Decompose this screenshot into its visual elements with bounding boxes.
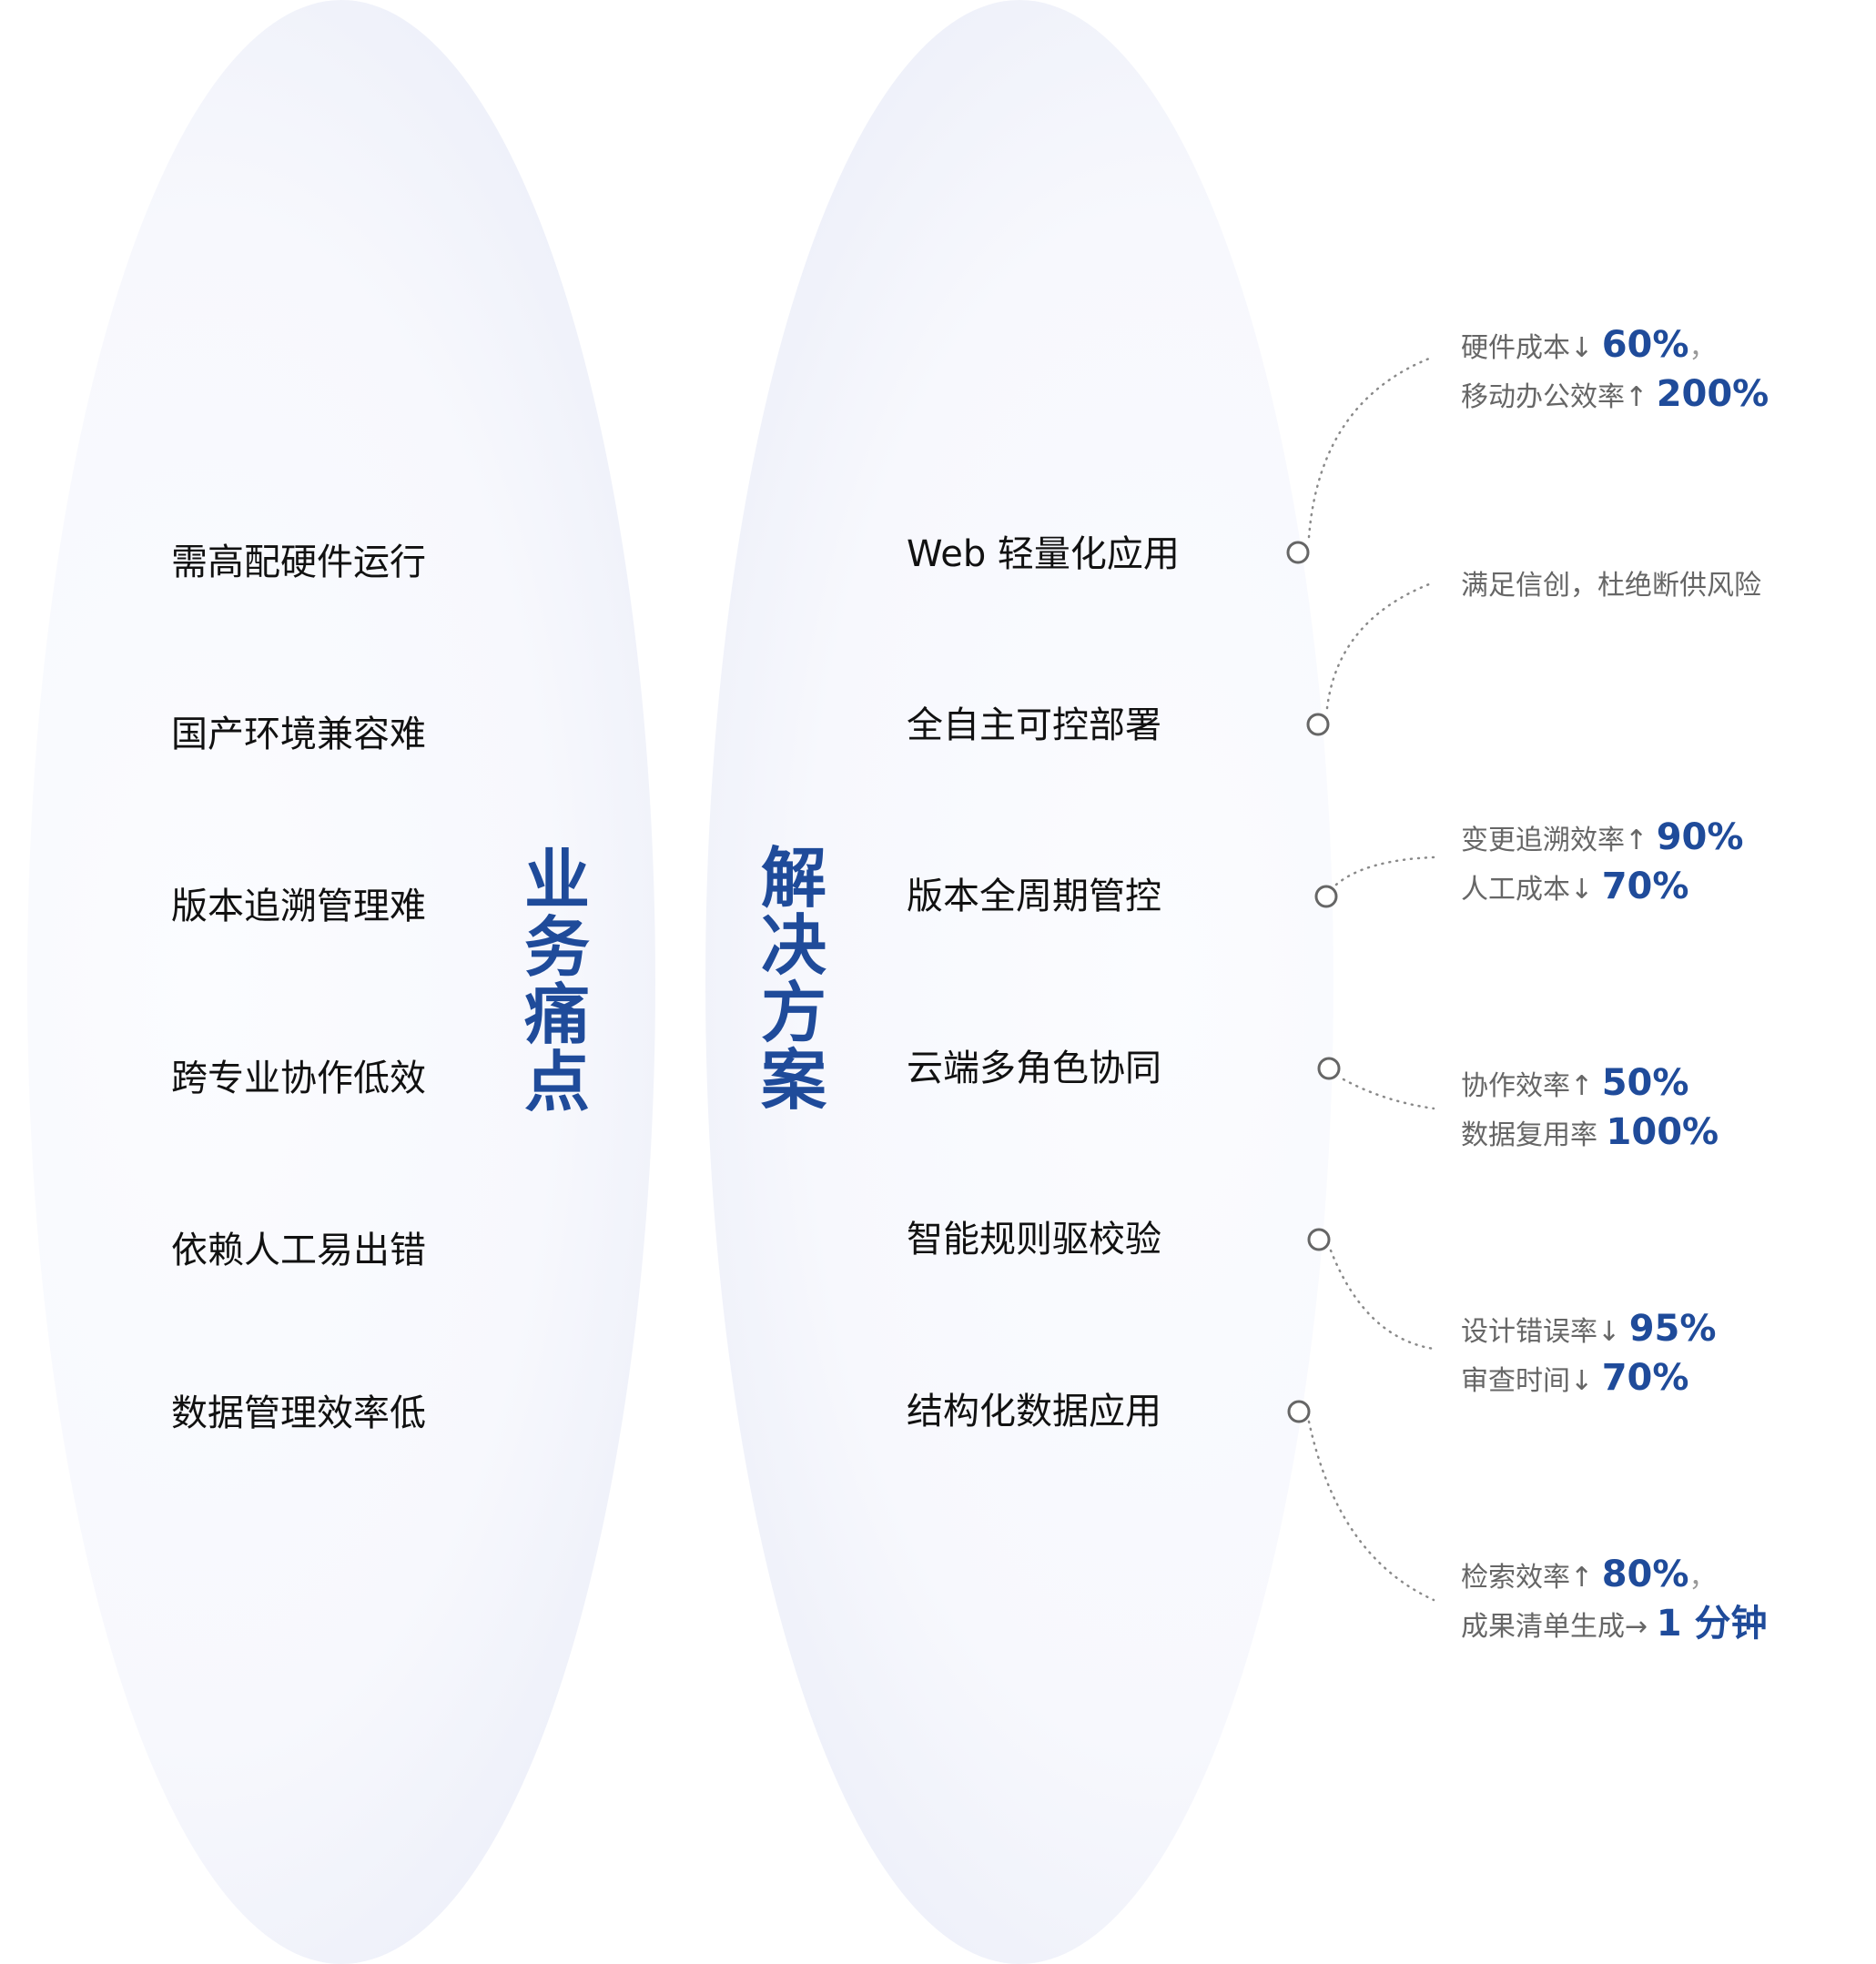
connector-line bbox=[1342, 1078, 1435, 1110]
connector-line bbox=[1329, 1249, 1435, 1351]
benefit-line: 协作效率↑ 50% bbox=[1461, 1060, 1719, 1109]
solution-title-char: 案 bbox=[760, 1042, 826, 1119]
benefit-label: 变更追溯效率↑ bbox=[1461, 825, 1657, 856]
solution-item: 结构化数据应用 bbox=[907, 1391, 1161, 1433]
benefit-line: 成果清单生成→ 1 分钟 bbox=[1461, 1601, 1767, 1650]
benefit-line: 硬件成本↓ 60%， bbox=[1461, 322, 1769, 371]
solution-title-char: 方 bbox=[760, 975, 826, 1051]
pain-title-char: 业 bbox=[523, 842, 590, 918]
connector-line bbox=[1334, 855, 1435, 886]
benefit-line: 检索效率↑ 80%， bbox=[1461, 1552, 1767, 1601]
benefit-note: 协作效率↑ 50% 数据复用率 100% bbox=[1461, 1060, 1719, 1159]
connector-line bbox=[1307, 1420, 1435, 1602]
solutions-title: 解 决 方 案 bbox=[757, 845, 830, 1114]
benefit-label: 设计错误率↓ bbox=[1461, 1316, 1629, 1348]
benefit-note: 变更追溯效率↑ 90% 人工成本↓ 70% bbox=[1461, 815, 1743, 913]
connector-node-icon bbox=[1314, 885, 1338, 908]
benefit-note: 硬件成本↓ 60%， 移动办公效率↑ 200% bbox=[1461, 322, 1769, 420]
connector-line bbox=[1307, 355, 1435, 539]
pain-points-title: 业 务 痛 点 bbox=[521, 846, 593, 1116]
solution-item: 版本全周期管控 bbox=[907, 876, 1161, 917]
benefit-label: 数据复用率 bbox=[1461, 1119, 1607, 1151]
pain-point-item: 依赖人工易出错 bbox=[171, 1230, 426, 1271]
pain-title-char: 痛 bbox=[523, 977, 590, 1053]
connector-node-icon bbox=[1307, 1228, 1331, 1251]
pain-points-ellipse bbox=[27, 0, 655, 1964]
benefit-value: 60% bbox=[1601, 324, 1689, 366]
benefit-line: 人工成本↓ 70% bbox=[1461, 864, 1743, 913]
solution-title-char: 决 bbox=[760, 907, 826, 984]
pain-point-item: 跨专业协作低效 bbox=[171, 1058, 426, 1099]
benefit-line: 满足信创，杜绝断供风险 bbox=[1461, 563, 1761, 609]
benefit-label: 审查时间↓ bbox=[1461, 1365, 1602, 1397]
benefit-value: 80% bbox=[1601, 1554, 1689, 1595]
benefit-value: 70% bbox=[1601, 866, 1689, 907]
benefit-value: 100% bbox=[1606, 1111, 1719, 1153]
benefit-note: 检索效率↑ 80%， 成果清单生成→ 1 分钟 bbox=[1461, 1552, 1767, 1650]
benefit-label: 硬件成本↓ bbox=[1461, 332, 1602, 364]
benefit-label: 协作效率↑ bbox=[1461, 1070, 1602, 1102]
benefit-value: 1 分钟 bbox=[1656, 1603, 1768, 1645]
benefit-suffix: ， bbox=[1688, 1562, 1717, 1594]
benefit-label: 人工成本↓ bbox=[1461, 874, 1602, 906]
connector-node-icon bbox=[1287, 1400, 1311, 1423]
benefit-value: 95% bbox=[1628, 1308, 1717, 1350]
benefit-line: 数据复用率 100% bbox=[1461, 1109, 1719, 1159]
pain-title-char: 务 bbox=[523, 909, 590, 986]
pain-title-char: 点 bbox=[523, 1044, 590, 1120]
connector-node-icon bbox=[1286, 541, 1310, 564]
benefit-line: 移动办公效率↑ 200% bbox=[1461, 371, 1769, 420]
pain-point-item: 版本追溯管理难 bbox=[171, 886, 426, 927]
solution-item: 智能规则驱校验 bbox=[907, 1219, 1161, 1260]
connector-node-icon bbox=[1317, 1057, 1341, 1080]
benefit-label: 满足信创，杜绝断供风险 bbox=[1461, 570, 1761, 602]
benefit-line: 变更追溯效率↑ 90% bbox=[1461, 815, 1743, 864]
benefit-label: 移动办公效率↑ bbox=[1461, 381, 1657, 413]
benefit-note: 满足信创，杜绝断供风险 bbox=[1461, 563, 1761, 609]
benefit-line: 审查时间↓ 70% bbox=[1461, 1355, 1716, 1404]
benefit-value: 90% bbox=[1656, 816, 1744, 858]
pain-point-item: 数据管理效率低 bbox=[171, 1392, 426, 1434]
benefit-value: 200% bbox=[1656, 373, 1770, 415]
solution-title-char: 解 bbox=[760, 840, 826, 916]
solution-item: 云端多角色协同 bbox=[907, 1048, 1161, 1089]
benefit-line: 设计错误率↓ 95% bbox=[1461, 1306, 1716, 1355]
benefit-value: 70% bbox=[1601, 1357, 1689, 1399]
solution-item: Web 轻量化应用 bbox=[907, 533, 1180, 575]
pain-point-item: 国产环境兼容难 bbox=[171, 714, 426, 755]
benefit-value: 50% bbox=[1601, 1062, 1689, 1104]
benefit-label: 成果清单生成→ bbox=[1461, 1611, 1657, 1643]
benefit-label: 检索效率↑ bbox=[1461, 1562, 1602, 1594]
benefit-note: 设计错误率↓ 95% 审查时间↓ 70% bbox=[1461, 1306, 1716, 1404]
benefit-suffix: ， bbox=[1688, 332, 1717, 364]
connector-line bbox=[1325, 581, 1435, 710]
solution-item: 全自主可控部署 bbox=[907, 704, 1161, 746]
pain-point-item: 需高配硬件运行 bbox=[171, 542, 426, 583]
connector-node-icon bbox=[1306, 713, 1330, 736]
solutions-ellipse bbox=[705, 0, 1333, 1964]
